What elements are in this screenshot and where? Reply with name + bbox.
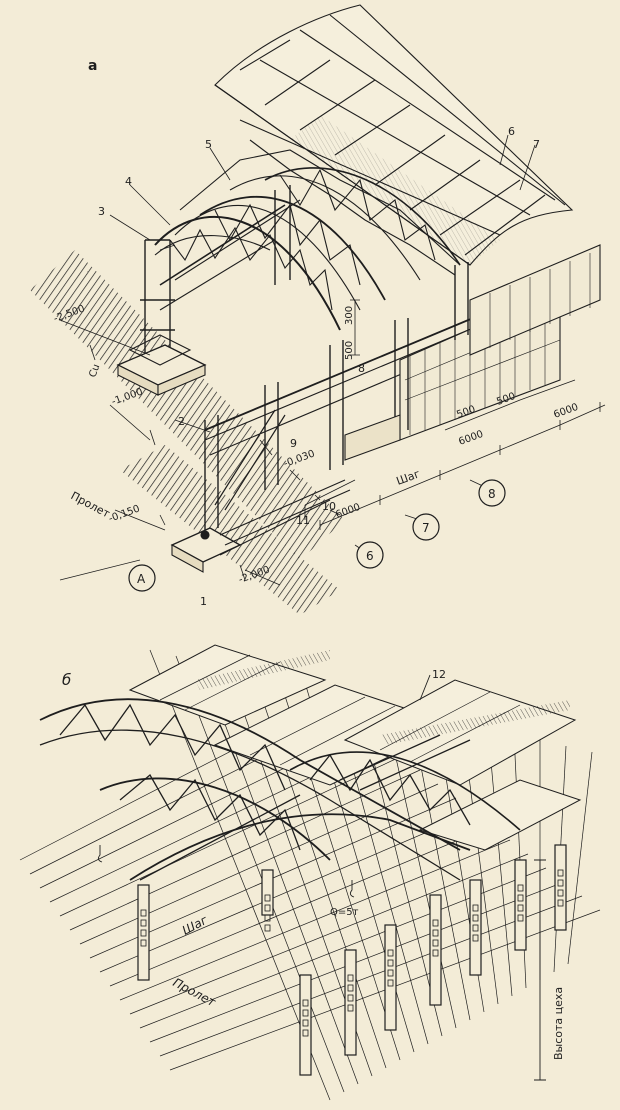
axis-marker-6: 6 (366, 549, 374, 563)
span-label-a: Пролет (69, 489, 113, 521)
crane-load-label: Q=5т (330, 907, 359, 918)
elevation-minus-0150: -0,150 (107, 503, 141, 524)
vertical-dim-300: 300 (344, 306, 355, 325)
crane-hooks (97, 674, 546, 1081)
callout-12: 12 (432, 668, 446, 681)
roof-slab-detail (290, 115, 500, 265)
step-dim-1: 6000 (334, 502, 362, 521)
callout-4: 4 (125, 175, 132, 188)
elevation-minus-0030: -0,030 (282, 448, 316, 469)
shop-height-label: Высота цеха (552, 987, 565, 1060)
axis-markers (128, 479, 506, 592)
figure-a (30, 4, 606, 615)
callout-11: 11 (296, 514, 310, 527)
callout-3: 3 (98, 205, 105, 218)
panel-letter-a: а (88, 58, 97, 74)
axis-marker-8: 8 (488, 487, 496, 501)
axis-marker-7: 7 (422, 521, 430, 535)
dimension-lines (59, 134, 606, 586)
columns-b (137, 844, 567, 1076)
vertical-dim-500: 500 (344, 341, 355, 360)
figure-b (19, 644, 601, 1101)
wall-panels (399, 244, 601, 441)
callout-10: 10 (322, 500, 336, 513)
arched-trusses (154, 167, 461, 331)
columns (140, 185, 469, 530)
callout-6: 6 (508, 125, 515, 138)
callout-8: 8 (358, 362, 365, 375)
elevation-minus-1000: -1,000 (110, 386, 144, 407)
callout-2: 2 (178, 415, 185, 428)
roof-surfaces (128, 644, 582, 851)
callout-5: 5 (205, 138, 212, 151)
callout-9: 9 (290, 437, 297, 450)
bracing (214, 409, 401, 556)
panel-letter-b: б (62, 671, 71, 689)
truss-frames (39, 698, 521, 881)
step-label-b: Шаг (180, 913, 211, 938)
foundations (116, 334, 242, 573)
step-dim-2: 6000 (457, 429, 485, 448)
crane-mark: Cu (87, 363, 102, 379)
callout-7: 7 (533, 138, 540, 151)
axis-marker-a: А (137, 572, 146, 586)
step-label-a: Шаг (395, 467, 422, 488)
span-label-b: Пролет (171, 975, 219, 1009)
callout-1: 1 (200, 595, 207, 608)
